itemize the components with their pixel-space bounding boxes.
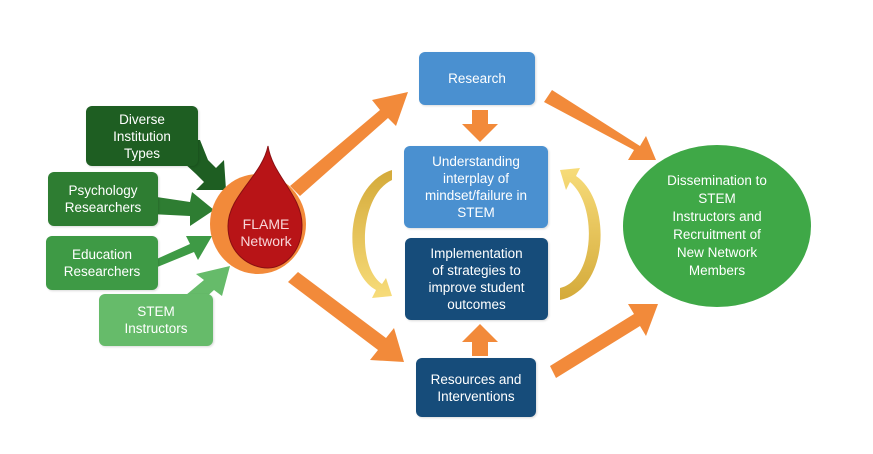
cycle-arrow-left <box>352 170 392 298</box>
flame-network-label: FLAME Network <box>240 216 292 249</box>
input-stem-instructors: STEM Instructors <box>99 294 213 346</box>
understanding-box: Understanding interplay of mindset/failu… <box>404 146 548 228</box>
arrow-resources-to-dissemination <box>550 304 658 378</box>
input-education-researchers: Education Researchers <box>46 236 158 290</box>
arrow-psychology-to-flame <box>150 192 214 226</box>
arrow-education-to-flame <box>150 236 212 270</box>
arrow-flame-to-resources <box>288 272 404 362</box>
research-box: Research <box>419 52 535 105</box>
arrow-flame-to-research <box>290 92 408 196</box>
flame-drop-icon <box>227 145 303 269</box>
arrow-research-to-understanding <box>462 110 498 142</box>
dissemination-label: Dissemination to STEM Instructors and Re… <box>667 173 767 278</box>
input-psychology-researchers: Psychology Researchers <box>48 172 158 226</box>
cycle-arrow-right <box>560 168 601 300</box>
dissemination-circle <box>623 145 811 307</box>
implementation-box: Implementation of strategies to improve … <box>405 238 548 320</box>
resources-box: Resources and Interventions <box>416 358 536 417</box>
arrow-research-to-dissemination <box>544 90 656 160</box>
arrow-resources-to-implementation <box>462 324 498 356</box>
input-diverse-institution-types: Diverse Institution Types <box>86 106 198 166</box>
